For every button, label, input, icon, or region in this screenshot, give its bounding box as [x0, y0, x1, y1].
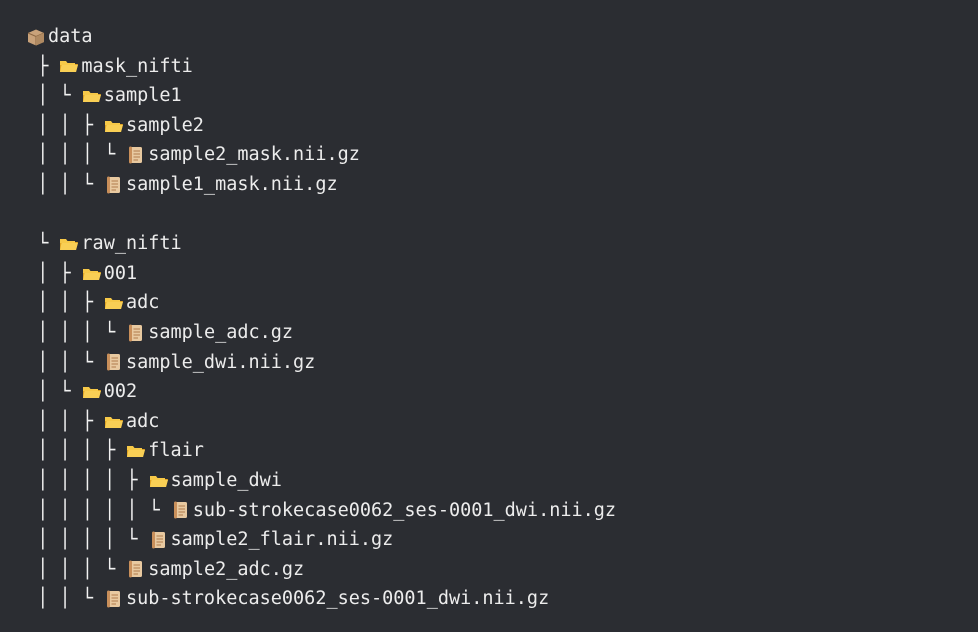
entry-name: sub-strokecase0062_ses-0001_dwi.nii.gz	[192, 499, 617, 521]
entry-name: flair	[148, 440, 204, 462]
tree-file-entry: │ │ │ │ └ sample2_flair.nii.gz	[26, 525, 616, 555]
tree-file-entry: │ │ │ └ sample_adc.gz	[26, 318, 616, 348]
tree-file-entry: │ │ └ sub-strokecase0062_ses-0001_dwi.ni…	[26, 584, 616, 614]
entry-name: sample_adc.gz	[148, 321, 294, 343]
tree-branch: │ │ │ │ └	[26, 529, 149, 551]
tree-branch: │ │ │ └	[26, 144, 127, 166]
entry-name: sample1_mask.nii.gz	[125, 173, 338, 195]
entry-name: adc	[125, 410, 160, 432]
tree-folder-entry: │ ├ 001	[26, 259, 616, 289]
tree-branch: │ │ │ └	[26, 558, 127, 580]
tree-branch: │ │ │ │ │ └	[26, 499, 171, 521]
tree-file-entry: │ │ └ sample_dwi.nii.gz	[26, 348, 616, 378]
file-icon	[126, 323, 146, 343]
entry-name: sample_dwi.nii.gz	[125, 351, 316, 373]
tree-folder-entry: ├ mask_nifti	[26, 52, 616, 82]
tree-folder-entry: └ raw_nifti	[26, 229, 616, 259]
folder-icon	[104, 412, 124, 432]
tree-branch: └	[26, 233, 60, 255]
folder-icon	[59, 234, 79, 254]
tree-branch: │ │ └	[26, 351, 104, 373]
tree-folder-entry: │ │ │ │ ├ sample_dwi	[26, 466, 616, 496]
folder-icon	[104, 293, 124, 313]
tree-branch: │ ├	[26, 262, 82, 284]
entry-name: sample2_mask.nii.gz	[148, 144, 360, 166]
tree-branch: │ │ ├	[26, 410, 104, 432]
tree-folder-entry: │ │ ├ adc	[26, 288, 616, 318]
entry-name: sample2_adc.gz	[148, 558, 305, 580]
tree-branch: ├	[26, 55, 60, 77]
package-icon	[26, 27, 46, 47]
blank-line	[26, 200, 616, 230]
entry-name: sample1	[103, 85, 182, 107]
file-icon	[171, 500, 191, 520]
entry-name: data	[48, 26, 93, 47]
folder-icon	[82, 86, 102, 106]
folder-icon	[82, 264, 102, 284]
entry-name: 002	[103, 381, 138, 403]
tree-branch: │ │ │ └	[26, 321, 127, 343]
folder-icon	[82, 382, 102, 402]
tree-folder-entry: │ │ ├ adc	[26, 407, 616, 437]
entry-name: adc	[125, 292, 160, 314]
entry-name: sample2_flair.nii.gz	[170, 529, 394, 551]
folder-icon	[126, 441, 146, 461]
tree-branch: │ │ │ ├	[26, 440, 127, 462]
entry-name: raw_nifti	[81, 233, 182, 255]
folder-icon	[104, 116, 124, 136]
tree-branch: │ │ └	[26, 173, 104, 195]
entry-name: mask_nifti	[81, 55, 193, 77]
file-icon	[104, 175, 124, 195]
tree-folder-entry: │ └ sample1	[26, 81, 616, 111]
tree-branch: │ └	[26, 381, 82, 403]
tree-folder-entry: │ │ │ ├ flair	[26, 436, 616, 466]
file-icon	[149, 530, 169, 550]
tree-folder-entry: │ └ 002	[26, 377, 616, 407]
entry-name: sample_dwi	[170, 469, 282, 491]
tree-branch: │ │ ├	[26, 292, 104, 314]
file-icon	[126, 559, 146, 579]
tree-file-entry: │ │ │ │ │ └ sub-strokecase0062_ses-0001_…	[26, 496, 616, 526]
tree-file-entry: │ │ │ └ sample2_adc.gz	[26, 555, 616, 585]
tree-folder-entry: data	[26, 22, 616, 52]
tree-file-entry: │ │ │ └ sample2_mask.nii.gz	[26, 140, 616, 170]
entry-name: 001	[103, 262, 138, 284]
tree-branch: │ │ ├	[26, 114, 104, 136]
tree-folder-entry: │ │ ├ sample2	[26, 111, 616, 141]
file-icon	[104, 589, 124, 609]
folder-icon	[59, 56, 79, 76]
tree-file-entry: │ │ └ sample1_mask.nii.gz	[26, 170, 616, 200]
file-icon	[126, 145, 146, 165]
entry-name: sample2	[125, 114, 204, 136]
folder-icon	[149, 471, 169, 491]
tree-branch: │ │ └	[26, 588, 104, 610]
file-icon	[104, 352, 124, 372]
tree-branch: │ │ │ │ ├	[26, 469, 149, 491]
entry-name: sub-strokecase0062_ses-0001_dwi.nii.gz	[125, 588, 550, 610]
directory-tree: data ├ mask_nifti │ └ sample1 │ │ ├ samp…	[26, 22, 616, 614]
tree-branch: │ └	[26, 85, 82, 107]
